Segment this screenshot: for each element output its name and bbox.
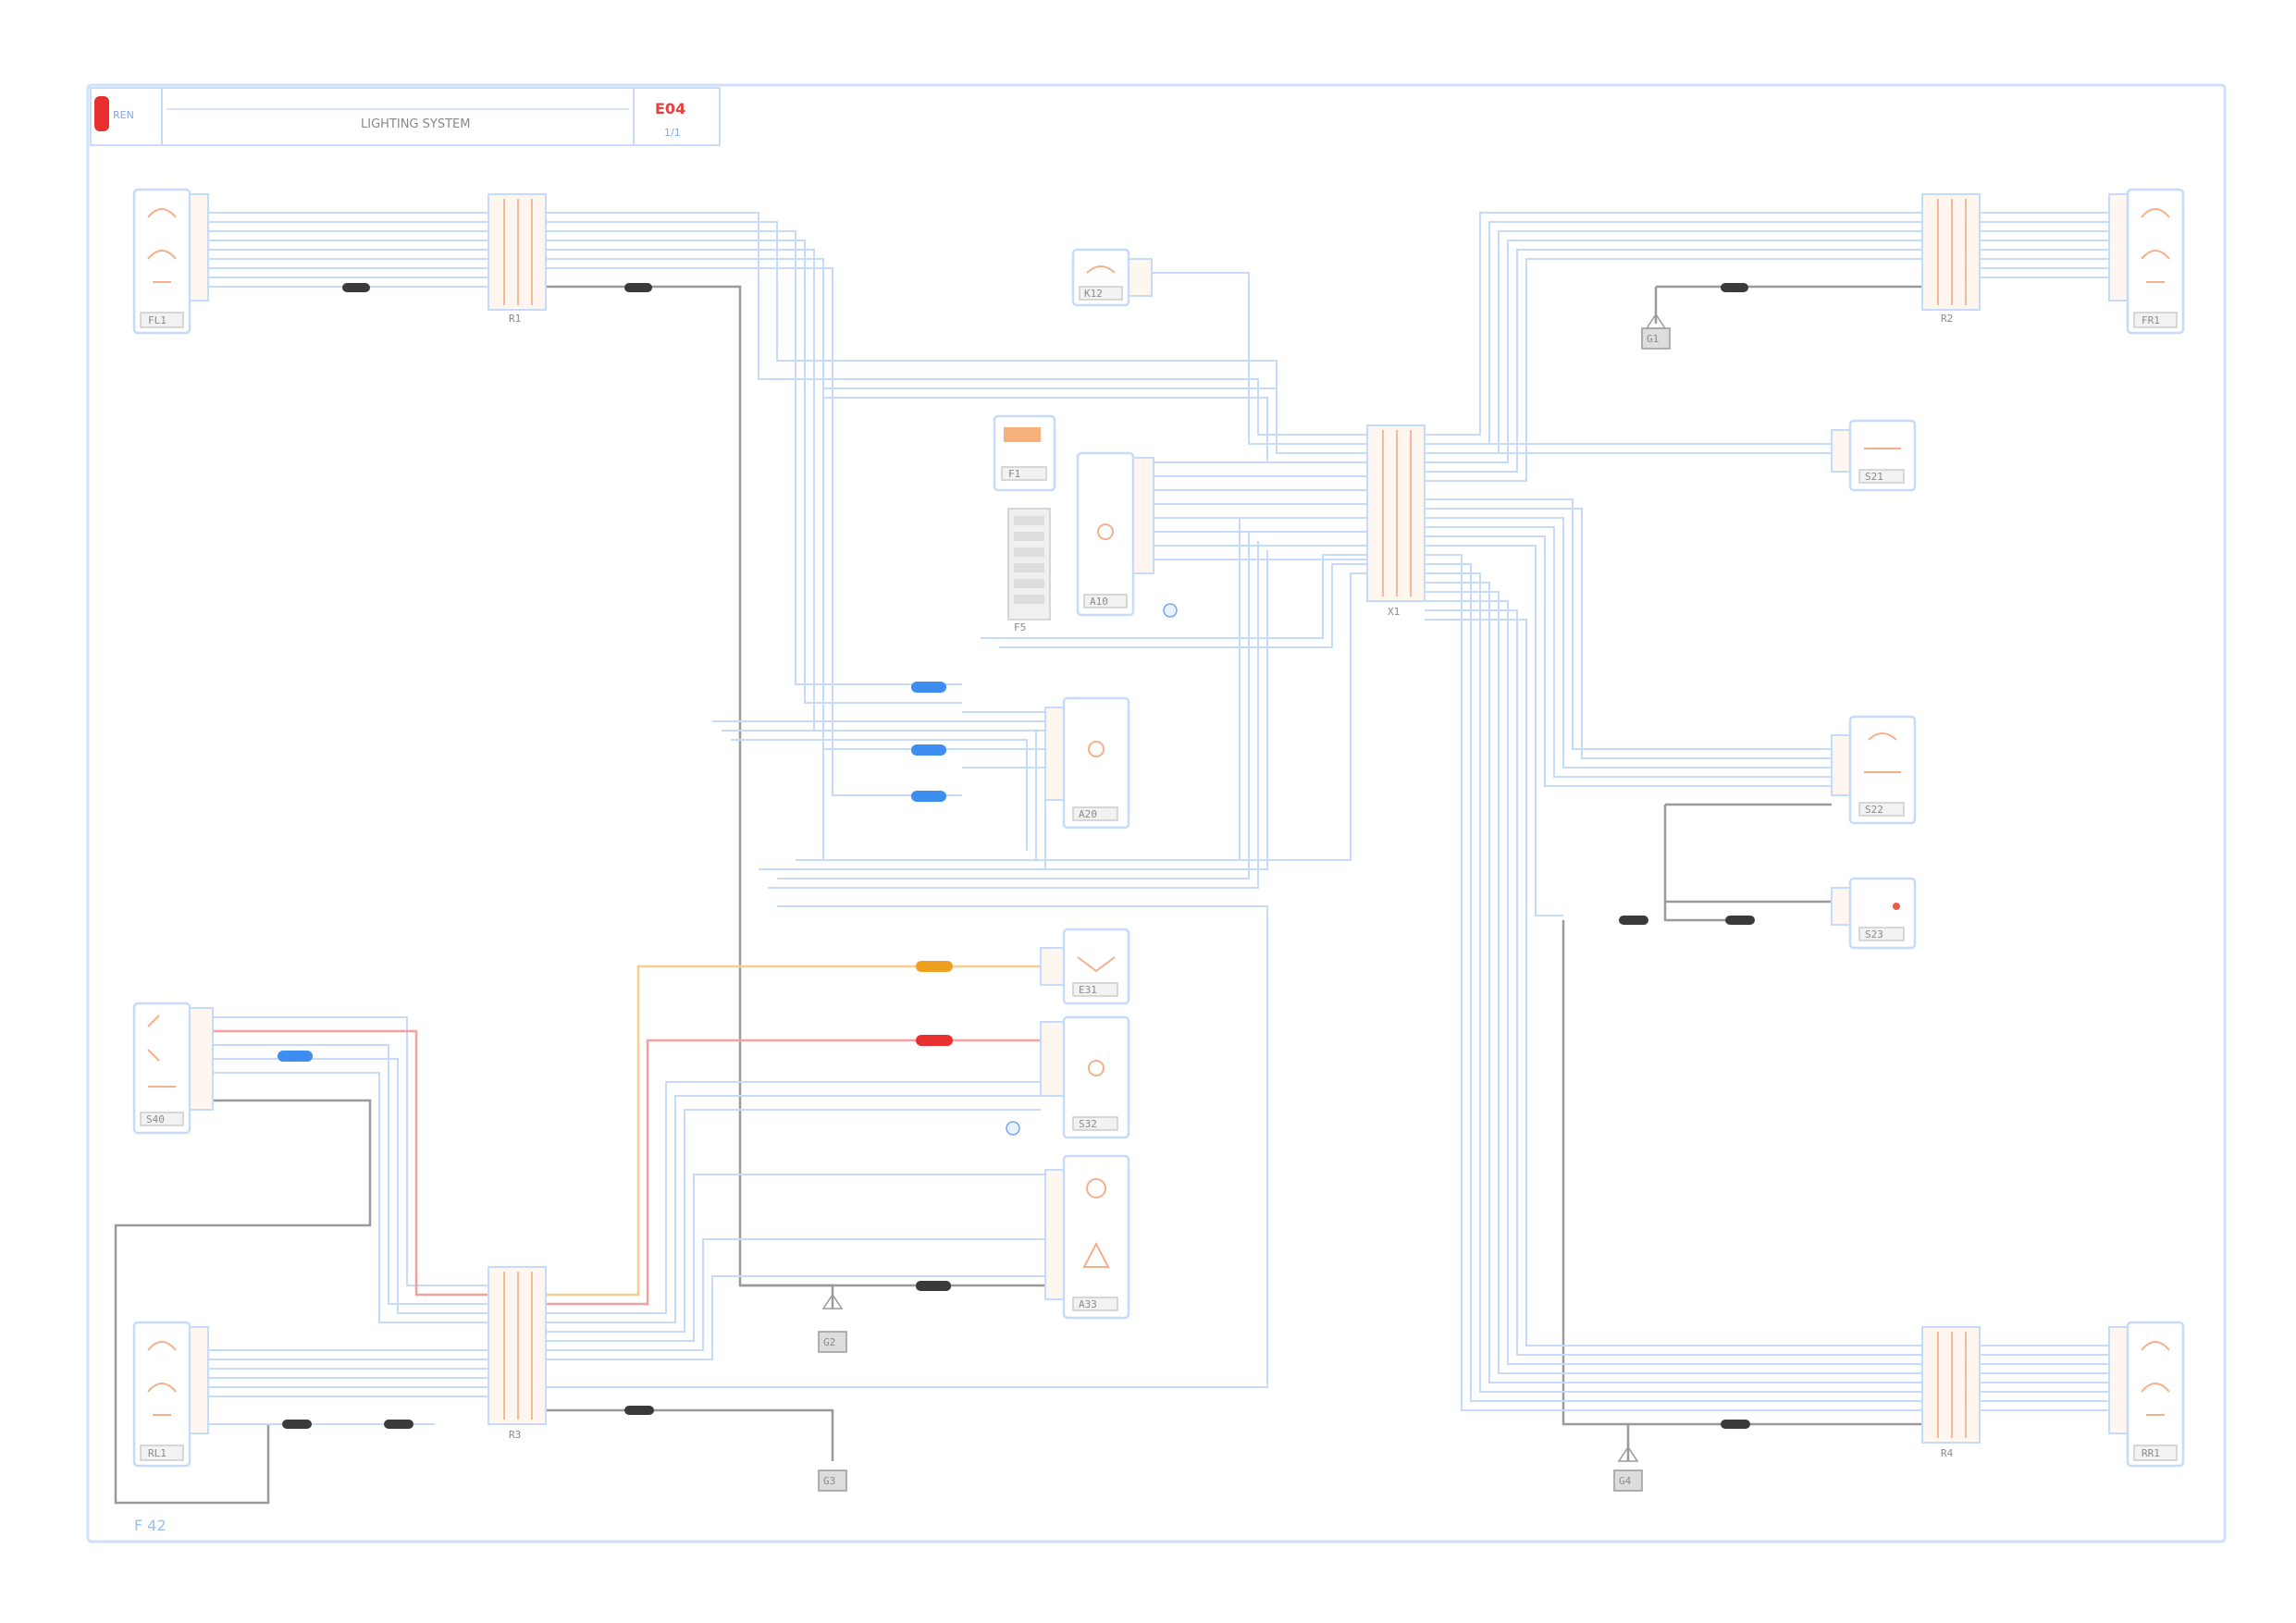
splice-orange xyxy=(916,961,953,972)
splice-fr-1 xyxy=(1721,283,1748,292)
right-switch-2-label: S22 xyxy=(1865,804,1883,816)
rear-right-connector-label: R4 xyxy=(1941,1447,1954,1459)
right-switch-2[interactable]: S22 xyxy=(1831,715,1917,825)
ecu-module-label: A10 xyxy=(1090,596,1108,608)
fuse-panel[interactable]: F5 xyxy=(1007,508,1051,633)
fuse-icon xyxy=(1004,427,1041,442)
rear-left-lamp[interactable]: RL1 xyxy=(132,1321,209,1468)
splice-red xyxy=(916,1035,953,1046)
splice-rs-1 xyxy=(1619,916,1648,925)
right-switch-1[interactable]: S21 xyxy=(1831,419,1917,492)
ground-3-label: G3 xyxy=(823,1475,835,1487)
splice-rl-1 xyxy=(282,1420,312,1429)
rear-right-lamp-label: RR1 xyxy=(2142,1447,2160,1459)
center-switch-2-label: S32 xyxy=(1079,1118,1097,1130)
splice-rr-1 xyxy=(1721,1420,1750,1429)
ecu-symbol-icon xyxy=(1097,523,1114,540)
ground-2: G2 xyxy=(818,1293,847,1353)
splice-c-3 xyxy=(911,791,946,802)
ground-1: G1 xyxy=(1641,313,1671,350)
right-switch-3-label: S23 xyxy=(1865,928,1883,941)
top-relay-label: K12 xyxy=(1084,288,1103,300)
diagram-code: E04 xyxy=(655,100,685,117)
ground-4: G4 xyxy=(1613,1445,1643,1492)
fuse-box[interactable]: F1 xyxy=(993,414,1056,492)
front-left-connector[interactable]: R1 xyxy=(488,193,547,325)
center-switch-2[interactable]: S32 xyxy=(1006,1015,1130,1139)
title-block: REN LIGHTING SYSTEM E04 1/1 xyxy=(90,87,721,146)
fuse-panel-label: F5 xyxy=(1014,621,1026,633)
left-panel[interactable]: S40 xyxy=(132,1002,214,1135)
center-module-3-label: A33 xyxy=(1079,1298,1097,1310)
splice-c-dark xyxy=(916,1281,951,1291)
wire-harness xyxy=(114,212,2118,1505)
brand-logo-text: REN xyxy=(113,109,134,121)
front-right-connector[interactable]: R2 xyxy=(1921,193,1981,325)
splice-rl-2 xyxy=(384,1420,414,1429)
rear-left-lamp-label: RL1 xyxy=(148,1447,167,1459)
ground-4-label: G4 xyxy=(1619,1475,1632,1487)
right-switch-3[interactable]: S23 xyxy=(1831,877,1917,950)
main-connector[interactable]: X1 xyxy=(1366,424,1426,618)
ground-3: G3 xyxy=(818,1469,847,1492)
right-switch-1-label: S21 xyxy=(1865,471,1883,483)
center-lamp-1[interactable]: E31 xyxy=(1040,928,1130,1005)
front-left-connector-label: R1 xyxy=(509,313,521,325)
brand-logo-icon xyxy=(94,96,109,131)
left-panel-label: S40 xyxy=(146,1113,165,1125)
ground-1-label: G1 xyxy=(1647,333,1659,345)
sheet-frame xyxy=(86,83,2227,1543)
rear-left-connector-label: R3 xyxy=(509,1429,521,1441)
front-right-lamp[interactable]: FR1 xyxy=(2108,188,2185,335)
page-label: F 42 xyxy=(134,1517,167,1534)
diagram-code-sub: 1/1 xyxy=(664,127,681,139)
rear-right-connector[interactable]: R4 xyxy=(1921,1326,1981,1459)
front-right-connector-label: R2 xyxy=(1941,313,1953,325)
ground-2-label: G2 xyxy=(823,1336,835,1348)
center-lamp-1-label: E31 xyxy=(1079,984,1097,996)
front-left-lamp[interactable]: FL1 xyxy=(132,188,209,335)
splice-c-2 xyxy=(911,744,946,756)
main-connector-label: X1 xyxy=(1388,606,1400,618)
splice-rs-2 xyxy=(1725,916,1755,925)
front-right-lamp-label: FR1 xyxy=(2142,314,2160,326)
splice-rl-3 xyxy=(624,1406,654,1415)
center-module-label: A20 xyxy=(1079,808,1097,820)
splice-fl-2 xyxy=(624,283,652,292)
ecu-module[interactable]: A10 xyxy=(1076,451,1178,618)
splice-lp xyxy=(278,1051,313,1062)
diagram-title: LIGHTING SYSTEM xyxy=(361,117,470,131)
top-relay[interactable]: K12 xyxy=(1071,248,1153,307)
center-module[interactable]: A20 xyxy=(1044,696,1130,830)
fuse-box-label: F1 xyxy=(1008,468,1020,480)
splice-fl-1 xyxy=(342,283,370,292)
rear-left-connector[interactable]: R3 xyxy=(488,1266,547,1441)
splice-c-1 xyxy=(911,682,946,693)
rear-right-lamp[interactable]: RR1 xyxy=(2108,1321,2185,1468)
front-left-lamp-label: FL1 xyxy=(148,314,167,326)
center-module-3[interactable]: A33 xyxy=(1044,1154,1130,1320)
